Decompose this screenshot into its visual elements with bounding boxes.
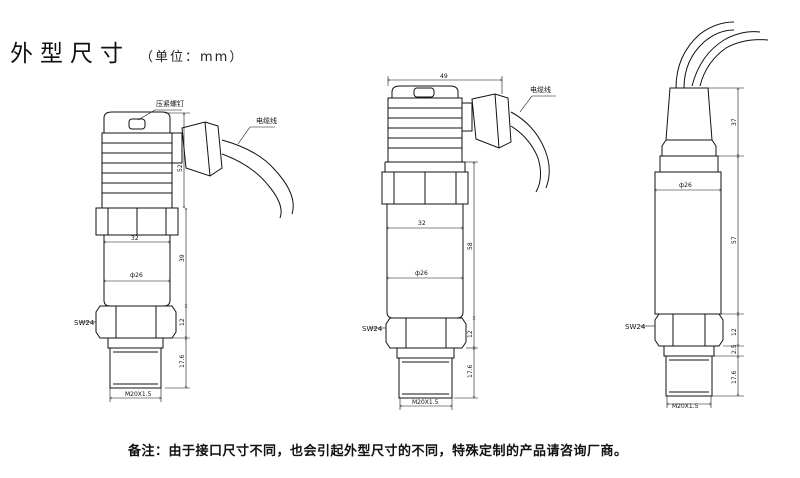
drawing-3 <box>640 21 769 408</box>
cable-label: 电缆线 <box>530 85 551 94</box>
dim-gap: 2.5 <box>731 344 738 354</box>
drawing-1-labels: 压紧螺钉 电缆线 SW24 M20X1.5 ф26 32 52 39 12 17… <box>74 99 277 398</box>
dim-top: 37 <box>731 118 738 126</box>
cable-gland <box>461 93 550 193</box>
thread <box>107 337 164 389</box>
drawing-1 <box>80 109 294 402</box>
strain-relief <box>659 87 719 173</box>
cable-label: 电缆线 <box>256 116 277 125</box>
dim-width: 32 <box>131 235 139 242</box>
dim-top: 52 <box>177 164 184 172</box>
screw-label: 压紧螺钉 <box>156 99 184 108</box>
wrench-hex <box>654 313 724 347</box>
wrench-hex <box>95 305 177 339</box>
thread <box>396 347 455 399</box>
dim-thread: 17.6 <box>467 364 474 378</box>
dim-hex: 12 <box>731 328 738 336</box>
dim-total: 39 <box>179 254 186 262</box>
dim-body: 57 <box>731 236 738 244</box>
drawing-2 <box>370 76 556 410</box>
body <box>654 171 722 315</box>
wrench-label: SW24 <box>625 323 646 331</box>
diameter-label: ф26 <box>415 270 428 277</box>
thread-label: M20X1.5 <box>412 399 439 406</box>
dim-body-width: 32 <box>418 220 426 227</box>
connector-head <box>101 111 173 209</box>
diameter-label: ф26 <box>679 182 692 189</box>
dim-width: 49 <box>440 73 448 80</box>
thread-label: M20X1.5 <box>672 403 699 410</box>
cable <box>675 21 769 89</box>
cable-gland <box>171 121 294 219</box>
connector-head <box>387 85 463 163</box>
header: 外型尺寸 （单位：mm） <box>10 34 244 68</box>
footnote: 备注：由于接口尺寸不同，也会引起外型尺寸的不同，特殊定制的产品请咨询厂商。 <box>128 444 628 459</box>
page-title: 外型尺寸 <box>10 41 130 67</box>
dim-body: 58 <box>467 242 474 250</box>
dim-thread: 17.6 <box>731 370 738 384</box>
drawing-2-labels: 49 电缆线 32 ф26 SW24 M20X1.5 58 12 17.6 <box>362 73 551 406</box>
diameter-label: ф26 <box>130 272 143 279</box>
dim-thread: 17.6 <box>179 354 186 368</box>
unit-label: （单位：mm） <box>140 50 245 65</box>
thread-label: M20X1.5 <box>125 391 152 398</box>
body <box>103 235 171 307</box>
wrench-label: SW24 <box>362 325 383 333</box>
drawing-3-labels: ф26 SW24 M20X1.5 37 57 12 2.5 17.6 <box>625 118 738 410</box>
wrench-hex <box>385 317 467 349</box>
dim-hex: 12 <box>467 330 474 338</box>
wrench-label: SW24 <box>74 319 95 327</box>
dim-hex: 12 <box>179 318 186 326</box>
thread <box>663 345 715 397</box>
